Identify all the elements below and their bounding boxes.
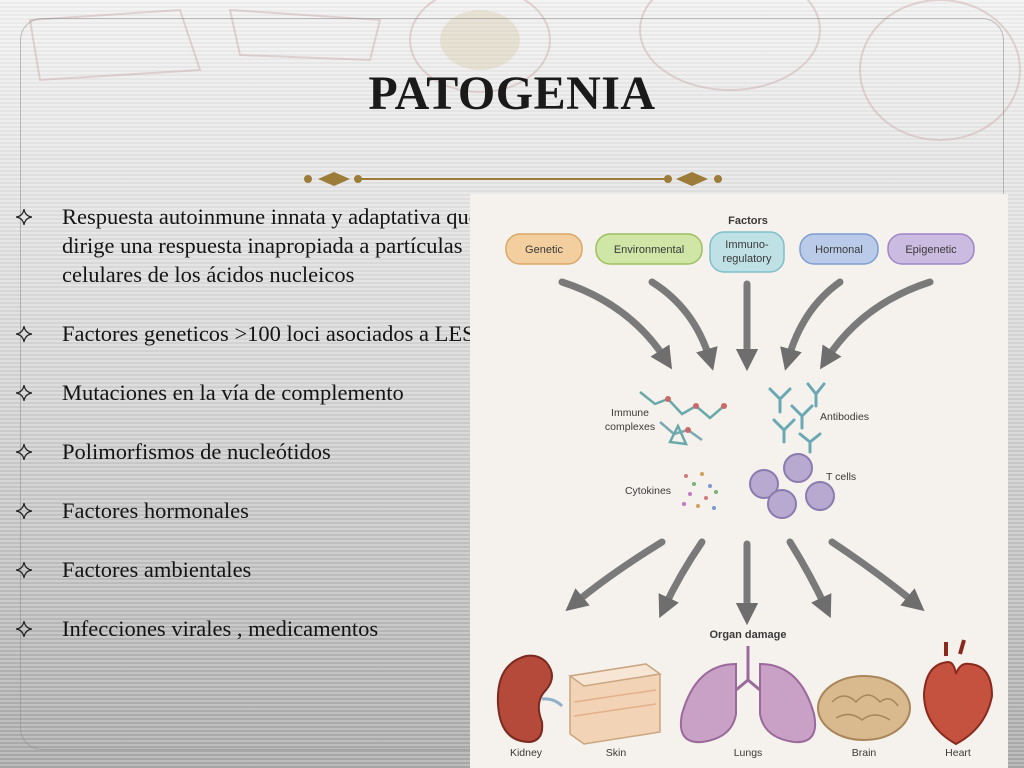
- immune-complexes-label: Immune: [611, 407, 649, 419]
- factor-box: [709, 231, 785, 273]
- immune-complexes-label: complexes: [605, 421, 655, 433]
- star-bullet-icon: [16, 562, 32, 578]
- bullet-item: Polimorfismos de nucleótidos: [14, 437, 484, 466]
- star-bullet-icon: [16, 503, 32, 519]
- heart-icon: [922, 639, 994, 746]
- bullet-item: Mutaciones en la vía de complemento: [14, 378, 484, 407]
- bullet-text: Mutaciones en la vía de complemento: [62, 380, 404, 405]
- skin-icon: [568, 663, 662, 745]
- organ-label-brain: Brain: [852, 747, 877, 759]
- factor-label: Epigenetic: [905, 244, 957, 256]
- factor-genetic: Genetic: [505, 233, 583, 265]
- bullet-text: Factores hormonales: [62, 498, 249, 523]
- organ-label-skin: Skin: [606, 747, 627, 759]
- slide-title: PATOGENIA: [368, 67, 656, 120]
- factor-hormonal: Hormonal: [799, 233, 879, 265]
- organ-damage-heading: Organ damage: [709, 629, 786, 641]
- factor-label: regulatory: [723, 253, 772, 265]
- bullet-text: Factores geneticos >100 loci asociados a…: [62, 321, 475, 346]
- lungs-icon: [680, 646, 816, 744]
- bullet-item: Factores hormonales: [14, 496, 484, 525]
- postage-stamp-background: [28, 0, 1021, 141]
- converging-arrows: [558, 278, 934, 372]
- bullet-item: Factores geneticos >100 loci asociados a…: [14, 319, 484, 348]
- star-bullet-icon: [16, 621, 32, 637]
- factors-heading: Factors: [728, 215, 768, 227]
- organ-labels: Kidney Skin Lungs Brain Heart: [510, 747, 971, 759]
- diverging-arrows: [565, 538, 925, 626]
- ornamental-divider: [304, 172, 722, 186]
- bullet-list: Respuesta autoinmune innata y adaptativa…: [14, 202, 484, 643]
- factor-environmental: Environmental: [595, 233, 703, 265]
- bullet-item: Respuesta autoinmune innata y adaptativa…: [14, 202, 484, 289]
- immune-complexes-cluster: [639, 391, 727, 446]
- factor-box: [595, 233, 703, 265]
- antibodies-label: Antibodies: [820, 411, 869, 423]
- organ-label-lungs: Lungs: [734, 747, 763, 759]
- factor-label: Environmental: [614, 244, 684, 256]
- factor-epigenetic: Epigenetic: [887, 233, 975, 265]
- factor-label: Hormonal: [815, 244, 863, 256]
- kidney-icon: [496, 654, 564, 744]
- bullet-text: Respuesta autoinmune innata y adaptativa…: [62, 204, 479, 287]
- star-bullet-icon: [16, 209, 32, 225]
- bullet-item: Infecciones virales , medicamentos: [14, 614, 484, 643]
- star-bullet-icon: [16, 444, 32, 460]
- factor-box: [505, 233, 583, 265]
- bullet-text: Factores ambientales: [62, 557, 252, 582]
- cytokines-dots: [682, 472, 718, 510]
- organ-label-heart: Heart: [945, 747, 971, 759]
- t-cells-label: T cells: [826, 471, 856, 483]
- t-cells: [749, 453, 835, 519]
- factor-box: [799, 233, 879, 265]
- factor-label: Genetic: [525, 244, 563, 256]
- factor-immunoregulatory: Immuno- regulatory: [709, 231, 785, 273]
- antibodies-cluster: [768, 382, 826, 454]
- bullet-text: Polimorfismos de nucleótidos: [62, 439, 331, 464]
- organ-label-kidney: Kidney: [510, 747, 543, 759]
- bullet-item: Factores ambientales: [14, 555, 484, 584]
- cytokines-label: Cytokines: [625, 485, 671, 497]
- pathogenesis-diagram: Factors Genetic Environmental Immuno- re…: [496, 215, 994, 759]
- star-bullet-icon: [16, 326, 32, 342]
- brain-icon: [817, 675, 911, 741]
- factor-label: Immuno-: [725, 239, 769, 251]
- factor-box: [887, 233, 975, 265]
- bullet-text: Infecciones virales , medicamentos: [62, 616, 379, 641]
- pathogenesis-figure: Factors Genetic Environmental Immuno- re…: [470, 194, 1008, 768]
- star-bullet-icon: [16, 385, 32, 401]
